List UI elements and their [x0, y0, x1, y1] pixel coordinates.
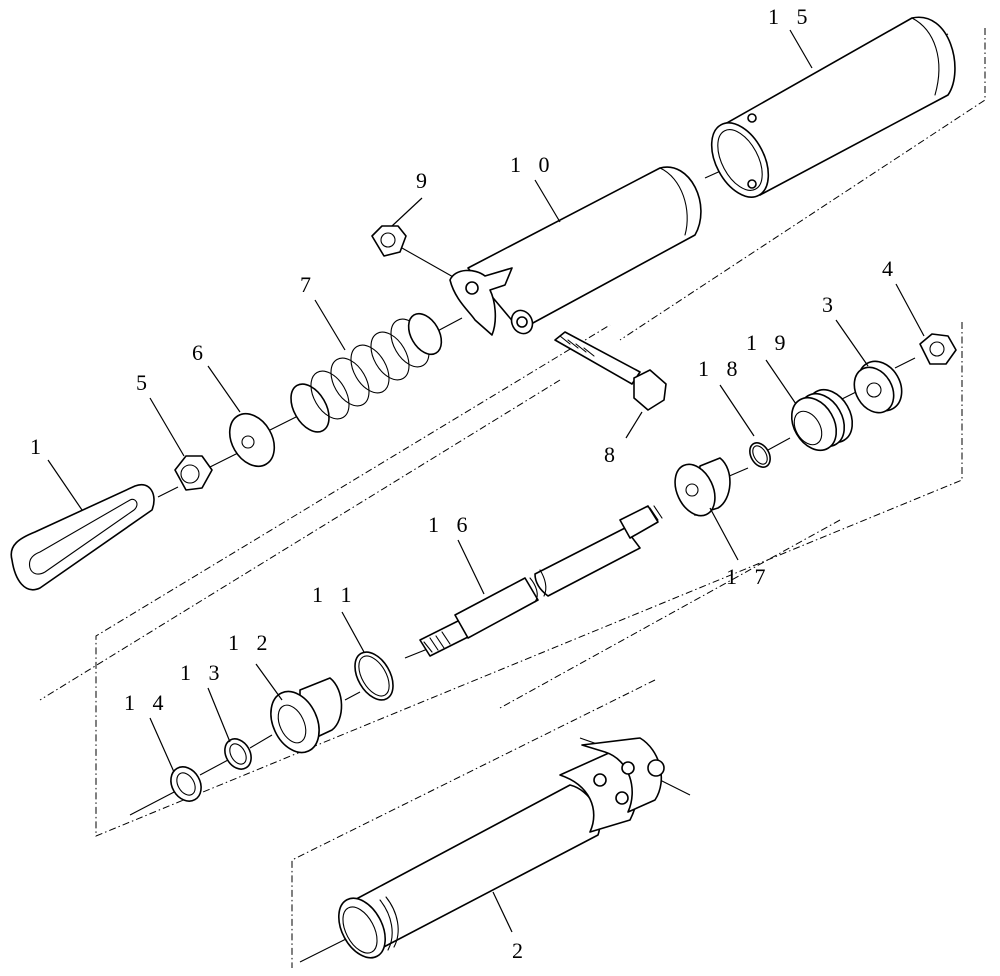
assembly-boundaries	[39, 28, 986, 968]
callout-12: 1 2	[228, 630, 274, 655]
callout-1: 1	[30, 434, 47, 459]
part-5-nut	[174, 455, 213, 491]
callout-3: 3	[822, 292, 839, 317]
part-14-wiper-ring	[170, 766, 202, 802]
callout-18: 1 8	[698, 356, 744, 381]
part-19-piston	[790, 388, 854, 452]
leader-lines	[47, 29, 925, 933]
part-3-bushing	[853, 360, 903, 414]
callout-13: 1 3	[180, 660, 226, 685]
callout-5: 5	[136, 370, 153, 395]
callout-11: 1 1	[312, 582, 358, 607]
part-11-o-ring	[354, 651, 394, 701]
callout-16: 1 6	[428, 512, 474, 537]
callout-17: 1 7	[726, 564, 772, 589]
callout-9: 9	[416, 168, 433, 193]
part-2-cylinder-barrel	[338, 737, 665, 959]
part-9-nut	[371, 225, 407, 257]
part-13-seal-ring	[224, 738, 252, 770]
callout-6: 6	[192, 340, 209, 365]
part-7-spring	[290, 312, 443, 433]
part-1-slotted-link	[10, 483, 155, 591]
callout-10: 1 0	[510, 152, 556, 177]
part-8-bolt	[554, 331, 667, 411]
callout-7: 7	[300, 272, 317, 297]
part-18-o-ring	[749, 442, 771, 468]
callout-4: 4	[882, 256, 899, 281]
callout-2: 2	[512, 938, 529, 963]
part-15-outer-cylinder	[710, 16, 956, 198]
callout-14: 1 4	[124, 690, 170, 715]
callout-8: 8	[604, 442, 621, 467]
part-12-gland-bushing	[270, 677, 343, 754]
part-17-gland	[674, 457, 731, 517]
part-4-nut	[919, 333, 957, 365]
part-16-piston-rod	[419, 505, 663, 657]
callout-15: 1 5	[768, 4, 814, 29]
part-6-washer	[228, 412, 276, 468]
callout-labels: 1 5 1 0 9 7 6 5 1 8 1 8 1 9 3 4 1 7 1 6 …	[30, 4, 899, 963]
part-10-inner-tube	[449, 166, 702, 336]
callout-19: 1 9	[746, 330, 792, 355]
